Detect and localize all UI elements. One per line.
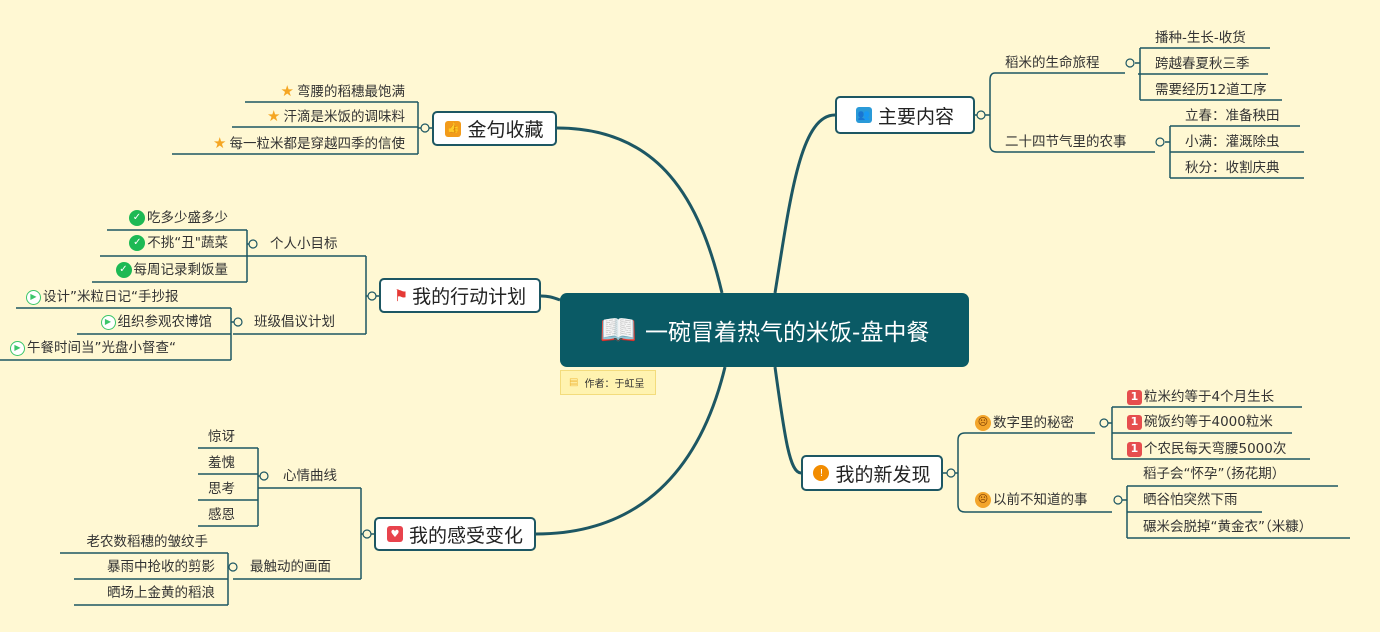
leaf-label: 个农民每天弯腰5000次 <box>1144 441 1287 457</box>
star-icon: ★ <box>267 107 281 125</box>
leaf[interactable]: ✓不挑“丑"蔬菜 <box>129 234 228 252</box>
check-icon: ✓ <box>115 262 132 278</box>
leaf[interactable]: 播种-生长-收货 <box>1155 30 1246 46</box>
topic-discoveries[interactable]: ! 我的新发现 <box>801 455 943 491</box>
leaf[interactable]: 秋分：收割庆典 <box>1185 160 1280 176</box>
subtopic[interactable]: ☹以前不知道的事 <box>975 491 1088 509</box>
thumbs-up-icon: 👍 <box>445 120 462 137</box>
leaf[interactable]: 稻子会“怀孕”（扬花期） <box>1143 466 1286 482</box>
leaf[interactable]: 老农数稻穗的皱纹手 <box>86 534 209 550</box>
leaf[interactable]: 晒场上金黄的稻浪 <box>107 585 215 601</box>
leaf[interactable]: 立春：准备秧田 <box>1185 108 1280 124</box>
leaf-label: 午餐时间当”光盘小督查“ <box>27 340 176 356</box>
leaf-label: 不挑“丑"蔬菜 <box>147 235 228 251</box>
leaf[interactable]: 羞愧 <box>208 455 235 471</box>
topic-feelings[interactable]: ♥ 我的感受变化 <box>374 517 536 551</box>
leaf[interactable]: ▶设计”米粒日记“手抄报 <box>26 288 179 306</box>
leaf[interactable]: 感恩 <box>208 507 235 523</box>
subtopic-label: 以前不知道的事 <box>993 492 1088 508</box>
leaf-label: 每一粒米都是穿越四季的信使 <box>229 136 406 152</box>
leaf[interactable]: ★汗滴是米饭的调味料 <box>267 107 405 126</box>
book-icon: 📖 <box>599 312 638 348</box>
leaf[interactable]: ▶午餐时间当”光盘小督查“ <box>10 339 176 357</box>
star-icon: ★ <box>280 82 294 100</box>
priority-1-icon: 1 <box>1127 441 1142 457</box>
author-note[interactable]: ▤ 作者：于虹呈 <box>560 370 656 395</box>
subtopic[interactable]: 稻米的生命旅程 <box>1005 55 1100 71</box>
leaf[interactable]: 需要经历12道工序 <box>1155 82 1267 98</box>
topic-label: 我的新发现 <box>835 463 931 486</box>
subtopic[interactable]: ☹数字里的秘密 <box>975 414 1074 432</box>
author-text: 作者：于虹呈 <box>584 379 645 390</box>
central-topic[interactable]: 📖 一碗冒着热气的米饭-盘中餐 <box>560 293 969 367</box>
leaf[interactable]: 暴雨中抢收的剪影 <box>107 559 215 575</box>
priority-1-icon: 1 <box>1127 414 1142 430</box>
topic-label: 我的行动计划 <box>412 286 527 308</box>
leaf[interactable]: 小满：灌溉除虫 <box>1185 134 1280 150</box>
leaf[interactable]: ★每一粒米都是穿越四季的信使 <box>213 134 405 153</box>
leaf[interactable]: 碾米会脱掉“黄金衣”（米糠） <box>1143 519 1313 535</box>
leaf-label: 组织参观农博馆 <box>117 314 213 330</box>
leaf[interactable]: ★弯腰的稻穗最饱满 <box>281 82 405 101</box>
subtopic-label: 数字里的秘密 <box>993 415 1074 431</box>
people-icon: 👥 <box>855 107 872 123</box>
exclamation-icon: ! <box>813 465 830 481</box>
leaf[interactable]: ✓每周记录剩饭量 <box>115 261 229 279</box>
play-icon: ▶ <box>26 289 41 305</box>
topic-label: 主要内容 <box>877 105 954 128</box>
leaf-label: 每周记录剩饭量 <box>133 262 229 278</box>
topic-label: 金句收藏 <box>467 119 544 141</box>
subtopic[interactable]: 心情曲线 <box>283 468 337 484</box>
topic-action-plan[interactable]: ⚑ 我的行动计划 <box>379 278 541 313</box>
face-icon: ☹ <box>975 492 991 508</box>
topic-main-content[interactable]: 👥 主要内容 <box>835 96 975 134</box>
subtopic[interactable]: 二十四节气里的农事 <box>1005 134 1127 150</box>
leaf[interactable]: 跨越春夏秋三季 <box>1155 56 1250 72</box>
play-icon: ▶ <box>100 314 116 330</box>
check-icon: ✓ <box>129 210 145 226</box>
leaf[interactable]: ▶组织参观农博馆 <box>100 313 213 331</box>
play-icon: ▶ <box>10 340 25 356</box>
leaf-label: 弯腰的稻穗最饱满 <box>297 84 405 100</box>
subtopic[interactable]: 班级倡议计划 <box>254 314 335 330</box>
leaf-label: 设计”米粒日记“手抄报 <box>43 289 179 305</box>
note-icon: ▤ <box>569 377 579 388</box>
subtopic[interactable]: 最触动的画面 <box>250 559 331 575</box>
flag-icon: ⚑ <box>393 286 409 305</box>
topic-label: 我的感受变化 <box>408 524 523 547</box>
leaf[interactable]: 惊讶 <box>208 429 235 445</box>
leaf-label: 汗滴是米饭的调味料 <box>283 109 406 125</box>
leaf[interactable]: ✓吃多少盛多少 <box>129 209 228 227</box>
heart-icon: ♥ <box>386 526 403 542</box>
leaf-label: 碗饭约等于4000粒米 <box>1144 414 1273 430</box>
leaf-label: 粒米约等于4个月生长 <box>1144 389 1275 405</box>
subtopic[interactable]: 个人小目标 <box>270 236 338 252</box>
leaf[interactable]: 思考 <box>208 481 235 497</box>
check-icon: ✓ <box>129 235 146 251</box>
topic-quotes[interactable]: 👍 金句收藏 <box>432 111 557 146</box>
priority-1-icon: 1 <box>1127 389 1142 405</box>
face-icon: ☹ <box>975 415 991 431</box>
star-icon: ★ <box>213 134 227 152</box>
central-title: 一碗冒着热气的米饭-盘中餐 <box>645 320 930 346</box>
leaf[interactable]: 晒谷怕突然下雨 <box>1143 492 1238 508</box>
leaf-label: 吃多少盛多少 <box>147 210 228 226</box>
